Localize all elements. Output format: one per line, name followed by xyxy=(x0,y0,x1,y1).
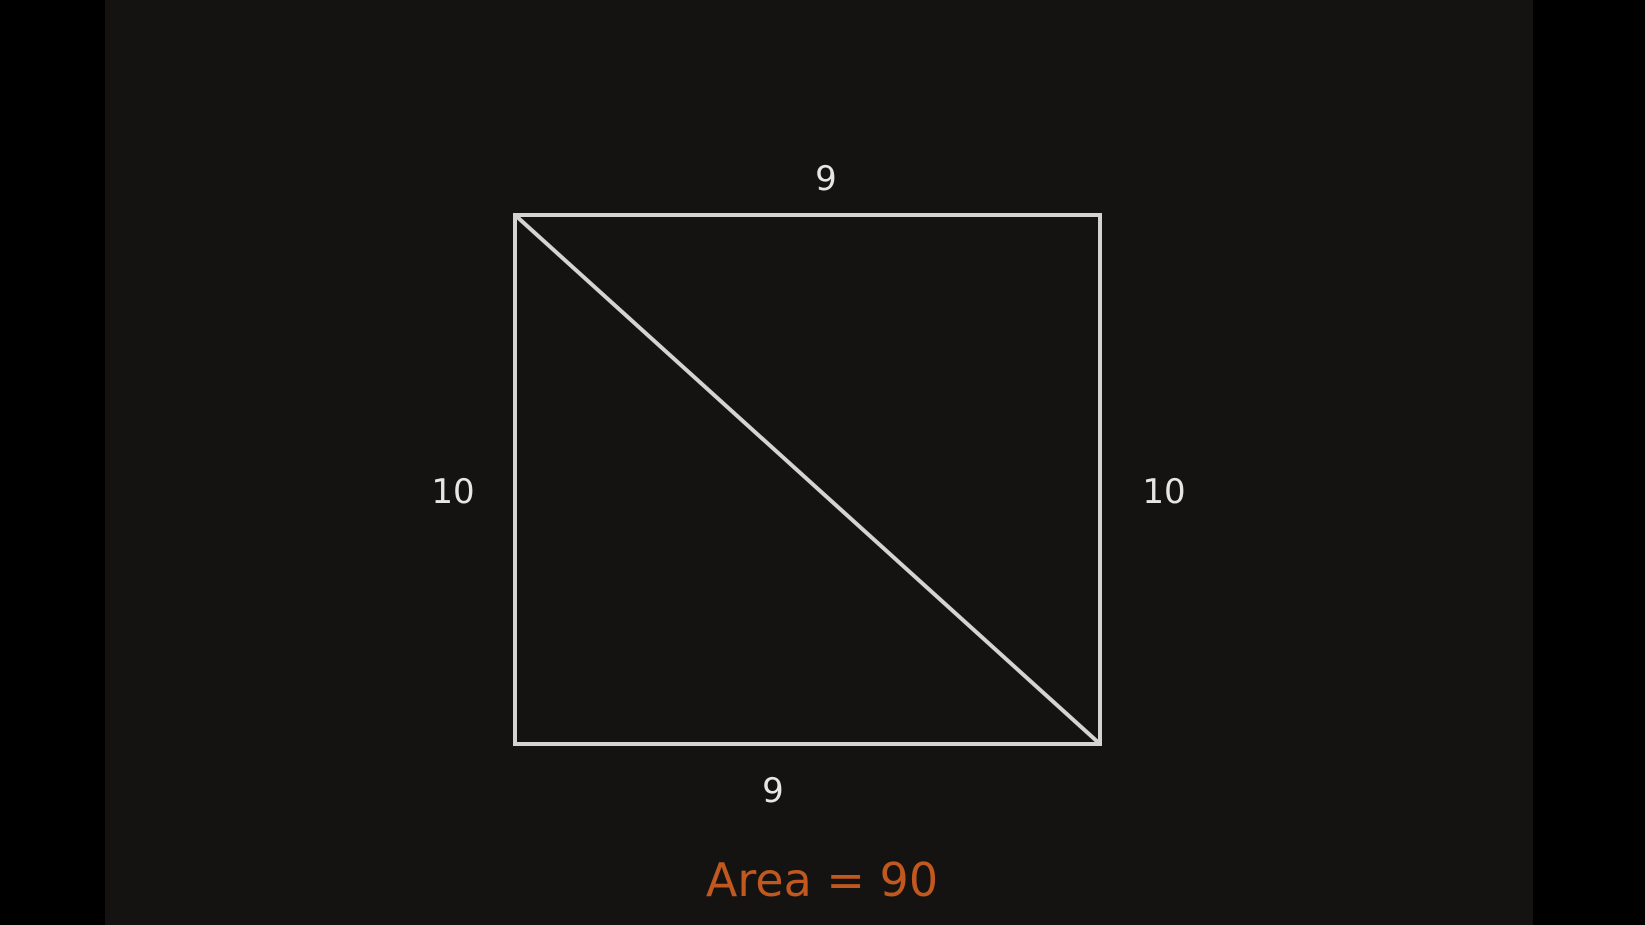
top-side-label: 9 xyxy=(815,159,837,199)
bottom-side-label: 9 xyxy=(762,771,784,811)
left-side-label: 10 xyxy=(431,472,474,512)
right-side-label: 10 xyxy=(1142,472,1185,512)
area-result-text: Area = 90 xyxy=(706,853,938,907)
diagonal-line xyxy=(513,213,1102,746)
slide-background xyxy=(105,0,1533,925)
rectangle-shape xyxy=(513,213,1102,746)
